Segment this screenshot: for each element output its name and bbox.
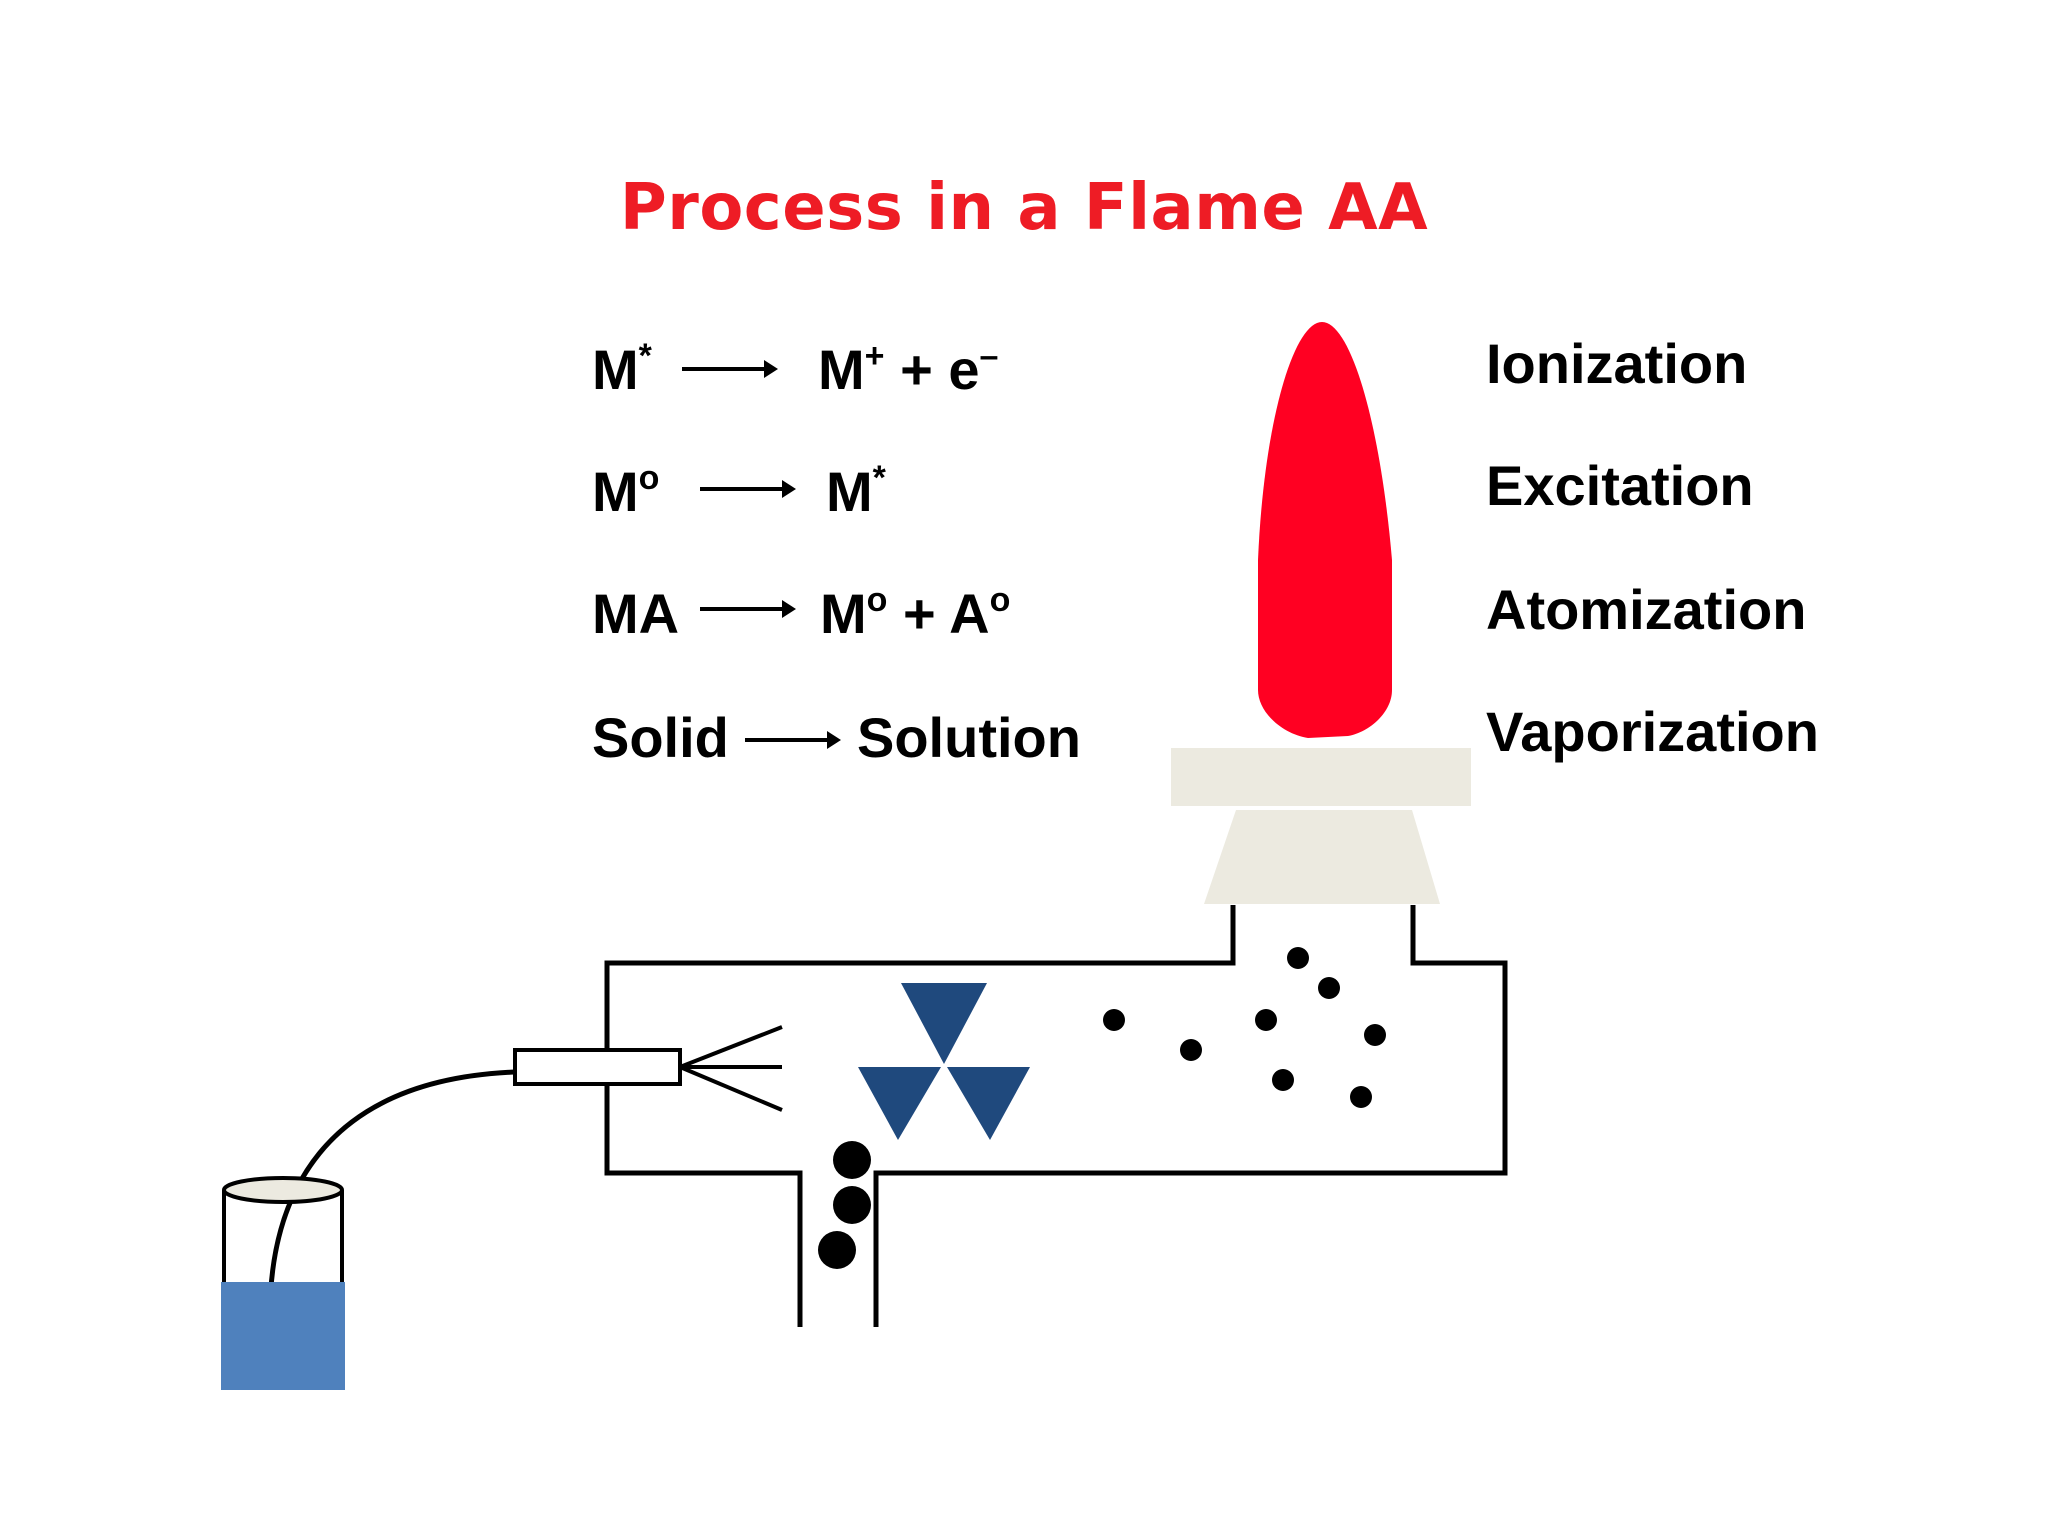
drain-droplet — [833, 1141, 871, 1179]
aerosol-droplet — [1272, 1069, 1294, 1091]
equation-atomization-reactant: MA — [592, 582, 680, 645]
drain-droplets — [818, 1141, 871, 1269]
spoiler-blade-top — [901, 983, 987, 1064]
equation-ionization-reactant: M* — [592, 337, 652, 401]
drain-droplet — [818, 1231, 856, 1269]
arrow-excitation — [700, 480, 796, 498]
diagram-title: Process in a Flame AA — [619, 171, 1429, 245]
stage-label-ionization: Ionization — [1486, 332, 1748, 395]
arrow-atomization — [700, 600, 796, 618]
chamber-top-left — [604, 905, 1236, 1327]
drain-droplet — [833, 1186, 871, 1224]
aerosol-droplet — [1287, 947, 1309, 969]
aerosol-droplet — [1180, 1039, 1202, 1061]
equation-vaporization-reactant: Solid — [592, 706, 729, 769]
chamber-right — [873, 905, 1508, 1327]
aerosol-droplet — [1364, 1024, 1386, 1046]
spoiler-blade-right — [947, 1067, 1030, 1140]
equation-ionization-product: M+ + e– — [818, 337, 999, 401]
spray-chamber — [604, 905, 1508, 1327]
stage-label-vaporization: Vaporization — [1486, 700, 1819, 763]
spoiler-blade-left — [858, 1067, 941, 1140]
spray-lines — [679, 1025, 783, 1112]
aerosol-droplet — [1255, 1009, 1277, 1031]
burner-head — [1171, 748, 1471, 806]
flame-shape — [1258, 322, 1392, 738]
burner-base — [1204, 810, 1440, 904]
stage-label-excitation: Excitation — [1486, 454, 1754, 517]
aerosol-droplet — [1318, 977, 1340, 999]
aerosol-droplet — [1103, 1009, 1125, 1031]
capillary-tube — [267, 1069, 516, 1316]
equation-excitation-product: M* — [826, 459, 886, 523]
stage-label-atomization: Atomization — [1486, 578, 1807, 641]
flow-spoiler — [858, 983, 1030, 1140]
sample-beaker — [222, 1176, 344, 1282]
arrow-ionization — [682, 360, 778, 378]
nebulizer — [513, 1048, 682, 1086]
aerosol-droplets — [1103, 947, 1386, 1108]
sample-solution — [221, 1282, 345, 1390]
equation-atomization-product: Mo + Ao — [820, 581, 1011, 645]
equation-excitation-reactant: Mo — [592, 459, 660, 523]
aerosol-droplet — [1350, 1086, 1372, 1108]
arrow-vaporization — [745, 731, 841, 749]
equation-vaporization-product: Solution — [857, 706, 1081, 769]
